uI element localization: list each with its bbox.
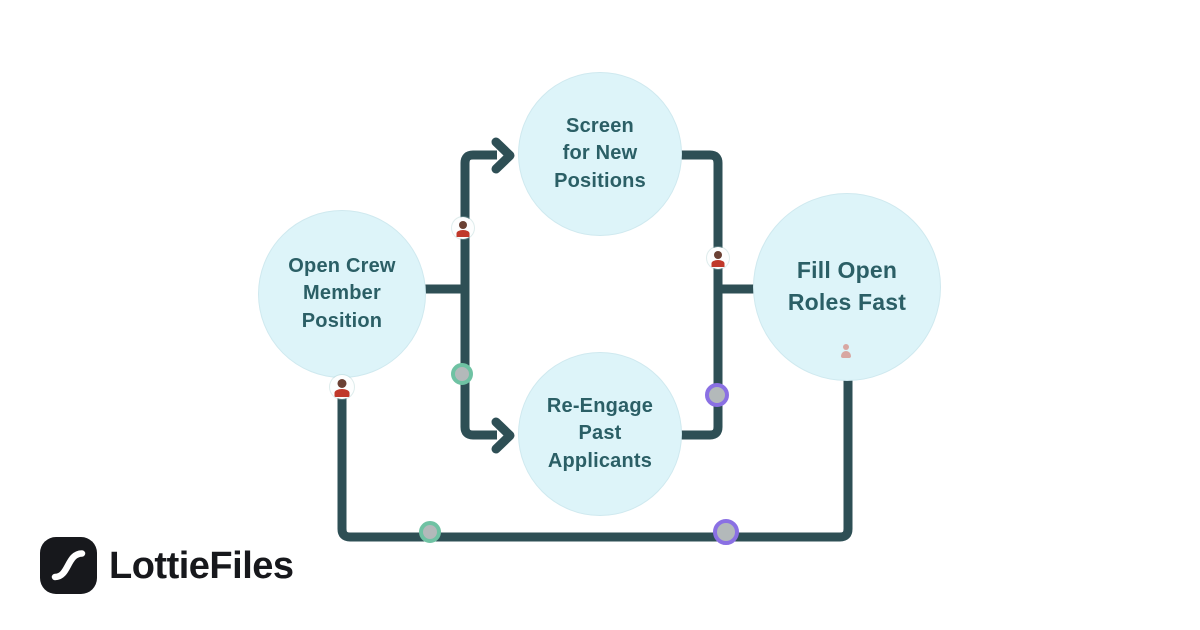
node-reengage-past-applicants: Re-Engage Past Applicants [518,352,682,516]
avatar-head [714,251,722,259]
arrowhead-reengage-icon [491,417,515,454]
node-screen-new-positions: Screen for New Positions [518,72,682,236]
node-open-position: Open Crew Member Position [258,210,426,378]
faded-person-icon [839,344,853,360]
avatar-shirt [456,230,470,237]
node-fill-label: Fill Open Roles Fast [787,257,907,315]
purple-candidate-dot-icon [713,519,739,545]
avatar-head [459,221,467,229]
person-avatar-icon [452,217,474,239]
green-candidate-dot-icon [451,363,473,385]
green-candidate-dot-icon [419,521,441,543]
node-open-position-label: Open Crew Member Position [288,254,396,332]
avatar-shirt [334,389,350,397]
node-reengage-label: Re-Engage Past Applicants [546,394,654,472]
avatar-shirt [711,260,725,267]
connector-left-branch [460,150,497,440]
faded-person-head [843,344,849,350]
person-avatar-icon [330,375,354,399]
purple-candidate-dot-icon [705,383,729,407]
person-avatar-icon [707,247,729,269]
connector-bottom-loop [337,372,853,542]
lottie-s-curve-icon [40,537,97,594]
faded-person-body [841,351,851,358]
brand-logo: LottieFiles [40,537,294,594]
node-screen-label: Screen for New Positions [554,114,646,192]
avatar-head [337,379,347,388]
arrowhead-screen-icon [491,137,515,174]
brand-name: LottieFiles [109,544,294,587]
connector-right-merge [678,150,723,440]
